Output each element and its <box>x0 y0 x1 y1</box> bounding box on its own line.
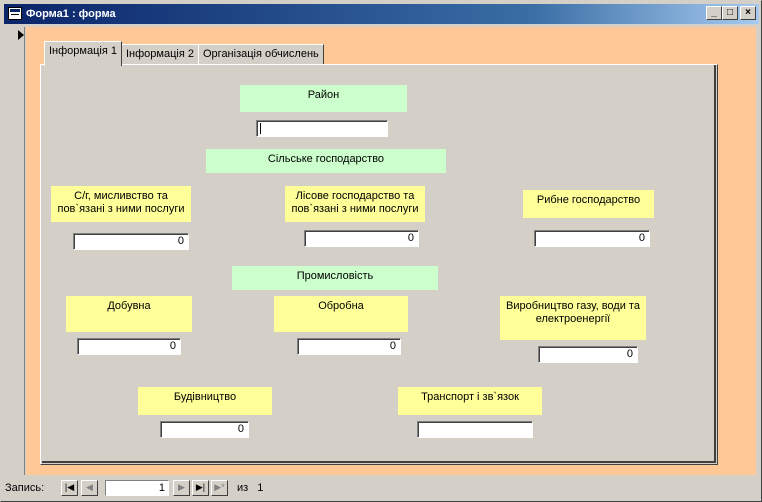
record-selector[interactable] <box>5 27 25 475</box>
minimize-button[interactable]: _ <box>706 6 722 20</box>
current-record-arrow-icon <box>18 30 24 40</box>
tab-information-2[interactable]: Інформація 2 <box>121 44 199 65</box>
gas-water-electricity-label: Виробництво газу, води та електроенергії <box>500 296 646 340</box>
close-button[interactable]: × <box>740 6 756 20</box>
record-label: Запись: <box>5 482 45 494</box>
forestry-input[interactable]: 0 <box>304 230 419 247</box>
current-record-input[interactable]: 1 <box>105 480 169 496</box>
construction-input[interactable]: 0 <box>160 421 249 438</box>
maximize-button[interactable]: □ <box>722 6 738 20</box>
agriculture-hunting-input[interactable]: 0 <box>73 233 189 250</box>
next-record-button[interactable]: ▶ <box>173 480 190 496</box>
total-records: 1 <box>257 482 264 494</box>
district-label: Район <box>240 85 407 112</box>
mining-label: Добувна <box>66 296 192 332</box>
transport-communication-label: Транспорт і зв`язок <box>398 387 542 415</box>
agriculture-hunting-label: С/г, мисливство та пов`язані з ними посл… <box>51 186 191 222</box>
previous-record-button[interactable]: ◀ <box>81 480 98 496</box>
transport-communication-input[interactable] <box>417 421 533 438</box>
forestry-label: Лісове господарство та пов`язані з ними … <box>285 186 425 222</box>
record-count: из 1 <box>237 482 263 494</box>
tab-organization-calculations[interactable]: Організація обчислень <box>198 44 324 65</box>
of-label: из <box>237 482 249 494</box>
window-title: Форма1 : форма <box>26 8 116 20</box>
fishery-input[interactable]: 0 <box>534 230 650 247</box>
title-bar[interactable]: Форма1 : форма _ □ × <box>4 4 759 24</box>
gas-water-electricity-input[interactable]: 0 <box>538 346 638 363</box>
fishery-label: Рибне господарство <box>523 190 654 218</box>
first-record-button[interactable]: |◀ <box>61 480 78 496</box>
mining-input[interactable]: 0 <box>77 338 181 355</box>
tab-page: Район Сільське господарство С/г, мисливс… <box>40 64 718 465</box>
district-input[interactable] <box>256 120 388 137</box>
form-icon <box>8 7 22 20</box>
last-record-button[interactable]: ▶| <box>192 480 209 496</box>
manufacturing-input[interactable]: 0 <box>297 338 401 355</box>
tab-control: Інформація 1 Інформація 2 Організація об… <box>40 41 718 465</box>
record-navigation-bar: Запись: |◀ ◀ 1 ▶ ▶| ▶* из 1 <box>5 479 757 499</box>
agriculture-header: Сільське господарство <box>206 149 446 173</box>
construction-label: Будівництво <box>138 387 272 415</box>
new-record-button[interactable]: ▶* <box>211 480 228 496</box>
manufacturing-label: Обробна <box>274 296 408 332</box>
tab-page-body: Район Сільське господарство С/г, мисливс… <box>42 65 716 463</box>
industry-header: Промисловість <box>232 266 438 290</box>
tab-information-1[interactable]: Інформація 1 <box>44 41 122 66</box>
